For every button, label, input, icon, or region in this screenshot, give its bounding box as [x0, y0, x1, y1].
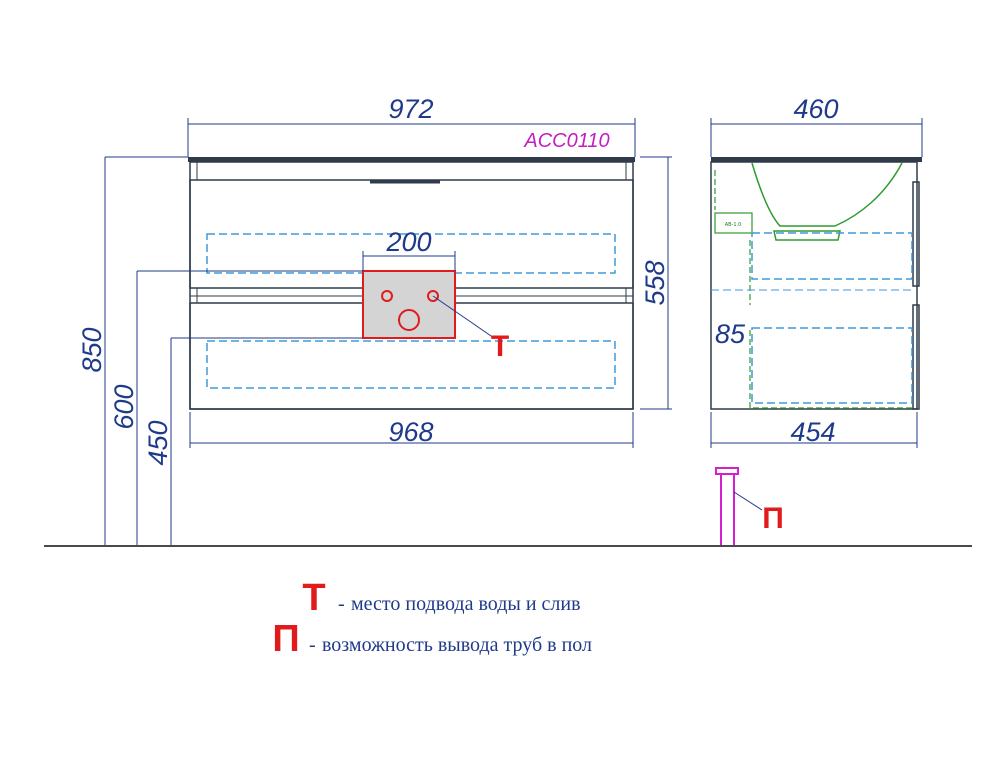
legend-text-p: возможность вывода труб в пол	[322, 634, 592, 656]
dim-label-972: 972	[388, 94, 433, 124]
p-marker-leader	[733, 491, 763, 511]
dim-label-454: 454	[790, 417, 835, 447]
front-bottom-drawer-dashed-box	[206, 340, 616, 389]
side-top-drawer-dashed	[751, 232, 913, 280]
model-code: ACC0110	[523, 130, 609, 152]
legend: Т - место подвода воды и слив П - возмож…	[272, 577, 592, 660]
front-countertop	[188, 157, 635, 162]
side-inner-contour	[714, 170, 912, 409]
legend-key-p: П	[272, 618, 299, 660]
siphon-box	[714, 212, 753, 234]
dim-label-968: 968	[388, 417, 433, 447]
front-view: 972 ACC0110 200 968 558 850 600 450 Т	[77, 94, 672, 547]
dim-label-85: 85	[715, 319, 746, 349]
side-drawer-front-bottom	[912, 304, 920, 410]
floor-pipe	[720, 473, 735, 547]
legend-text-t: место подвода воды и слив	[351, 593, 581, 615]
side-cabinet-body	[710, 161, 918, 410]
dim-label-850: 850	[77, 327, 107, 372]
side-bottom-drawer-dashed	[751, 327, 913, 404]
p-marker: П	[762, 502, 784, 535]
water-inlet-left	[381, 290, 393, 302]
t-marker: Т	[491, 330, 509, 363]
water-inlet-right	[427, 290, 439, 302]
side-countertop	[711, 157, 922, 162]
siphon-label: AB-1.0	[725, 222, 742, 228]
side-view: AB-1.0 460 85 454 П	[710, 94, 923, 547]
dim-label-600: 600	[109, 384, 139, 429]
basin-outline	[751, 162, 903, 227]
drain-outlet	[398, 309, 420, 331]
basin-drain	[773, 230, 841, 241]
dim-label-558: 558	[640, 260, 670, 305]
t-marker-leader	[432, 295, 495, 339]
plumbing-cutout	[362, 270, 456, 339]
legend-key-t: Т	[302, 577, 325, 619]
dim-label-450: 450	[143, 420, 173, 465]
dim-label-200: 200	[385, 227, 431, 257]
legend-dash-p: -	[309, 634, 316, 656]
legend-dash-t: -	[338, 593, 345, 615]
dim-label-460: 460	[793, 94, 838, 124]
side-drawer-front-top	[912, 181, 920, 287]
